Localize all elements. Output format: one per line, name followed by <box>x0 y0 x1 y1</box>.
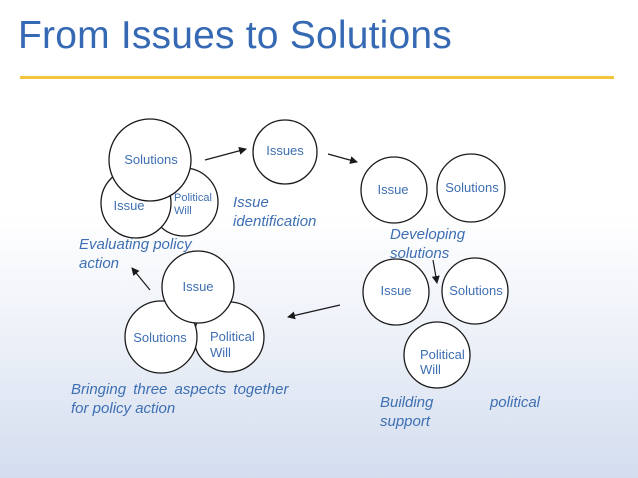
developing-solutions-caption: Developing solutions <box>390 226 466 262</box>
evaluating-will-label: Will <box>174 205 192 217</box>
building-issue-label: Issue <box>380 283 411 298</box>
developing-solutions-label: Solutions <box>445 180 499 195</box>
together-will-label: Will <box>210 345 231 360</box>
building-will-label: Will <box>420 362 441 377</box>
building-political-caption: Building political support <box>380 394 540 430</box>
arrow-together-to-evaluating <box>131 267 151 291</box>
evaluating-political-label: Political <box>174 192 212 204</box>
evaluating-solutions-circle <box>108 118 192 202</box>
developing-solutions-circle <box>436 153 506 223</box>
title-underline <box>20 76 614 79</box>
bringing-together-caption: Bringing three aspects together for poli… <box>71 381 289 417</box>
developing-issue-label: Issue <box>377 182 408 197</box>
identification-issues-circle <box>252 119 318 185</box>
together-solutions-label: Solutions <box>133 330 187 345</box>
building-solutions-label: Solutions <box>449 283 503 298</box>
identification-issues-label: Issues <box>266 143 304 158</box>
arrow-developing-to-building <box>431 259 440 284</box>
evaluating-policy-caption: Evaluating policy action <box>79 236 192 272</box>
evaluating-issue-label: Issue <box>113 198 144 213</box>
issue-identification-caption: Issue identification <box>233 194 317 230</box>
building-solutions-circle <box>441 257 509 325</box>
arrow-building-to-together <box>287 304 341 320</box>
building-political-label: Political <box>420 347 465 362</box>
arrow-evaluating-to-identification <box>204 146 247 161</box>
together-issue-label: Issue <box>182 279 213 294</box>
together-issue-circle <box>161 250 235 324</box>
slide-title: From Issues to Solutions <box>18 14 452 57</box>
evaluating-solutions-label: Solutions <box>124 152 178 167</box>
developing-issue-circle <box>360 156 428 224</box>
arrow-identification-to-developing <box>327 153 358 164</box>
together-solutions-circle <box>124 300 198 374</box>
building-political-will-circle <box>403 321 471 389</box>
building-issue-circle <box>362 258 430 326</box>
together-political-label: Political <box>210 329 255 344</box>
